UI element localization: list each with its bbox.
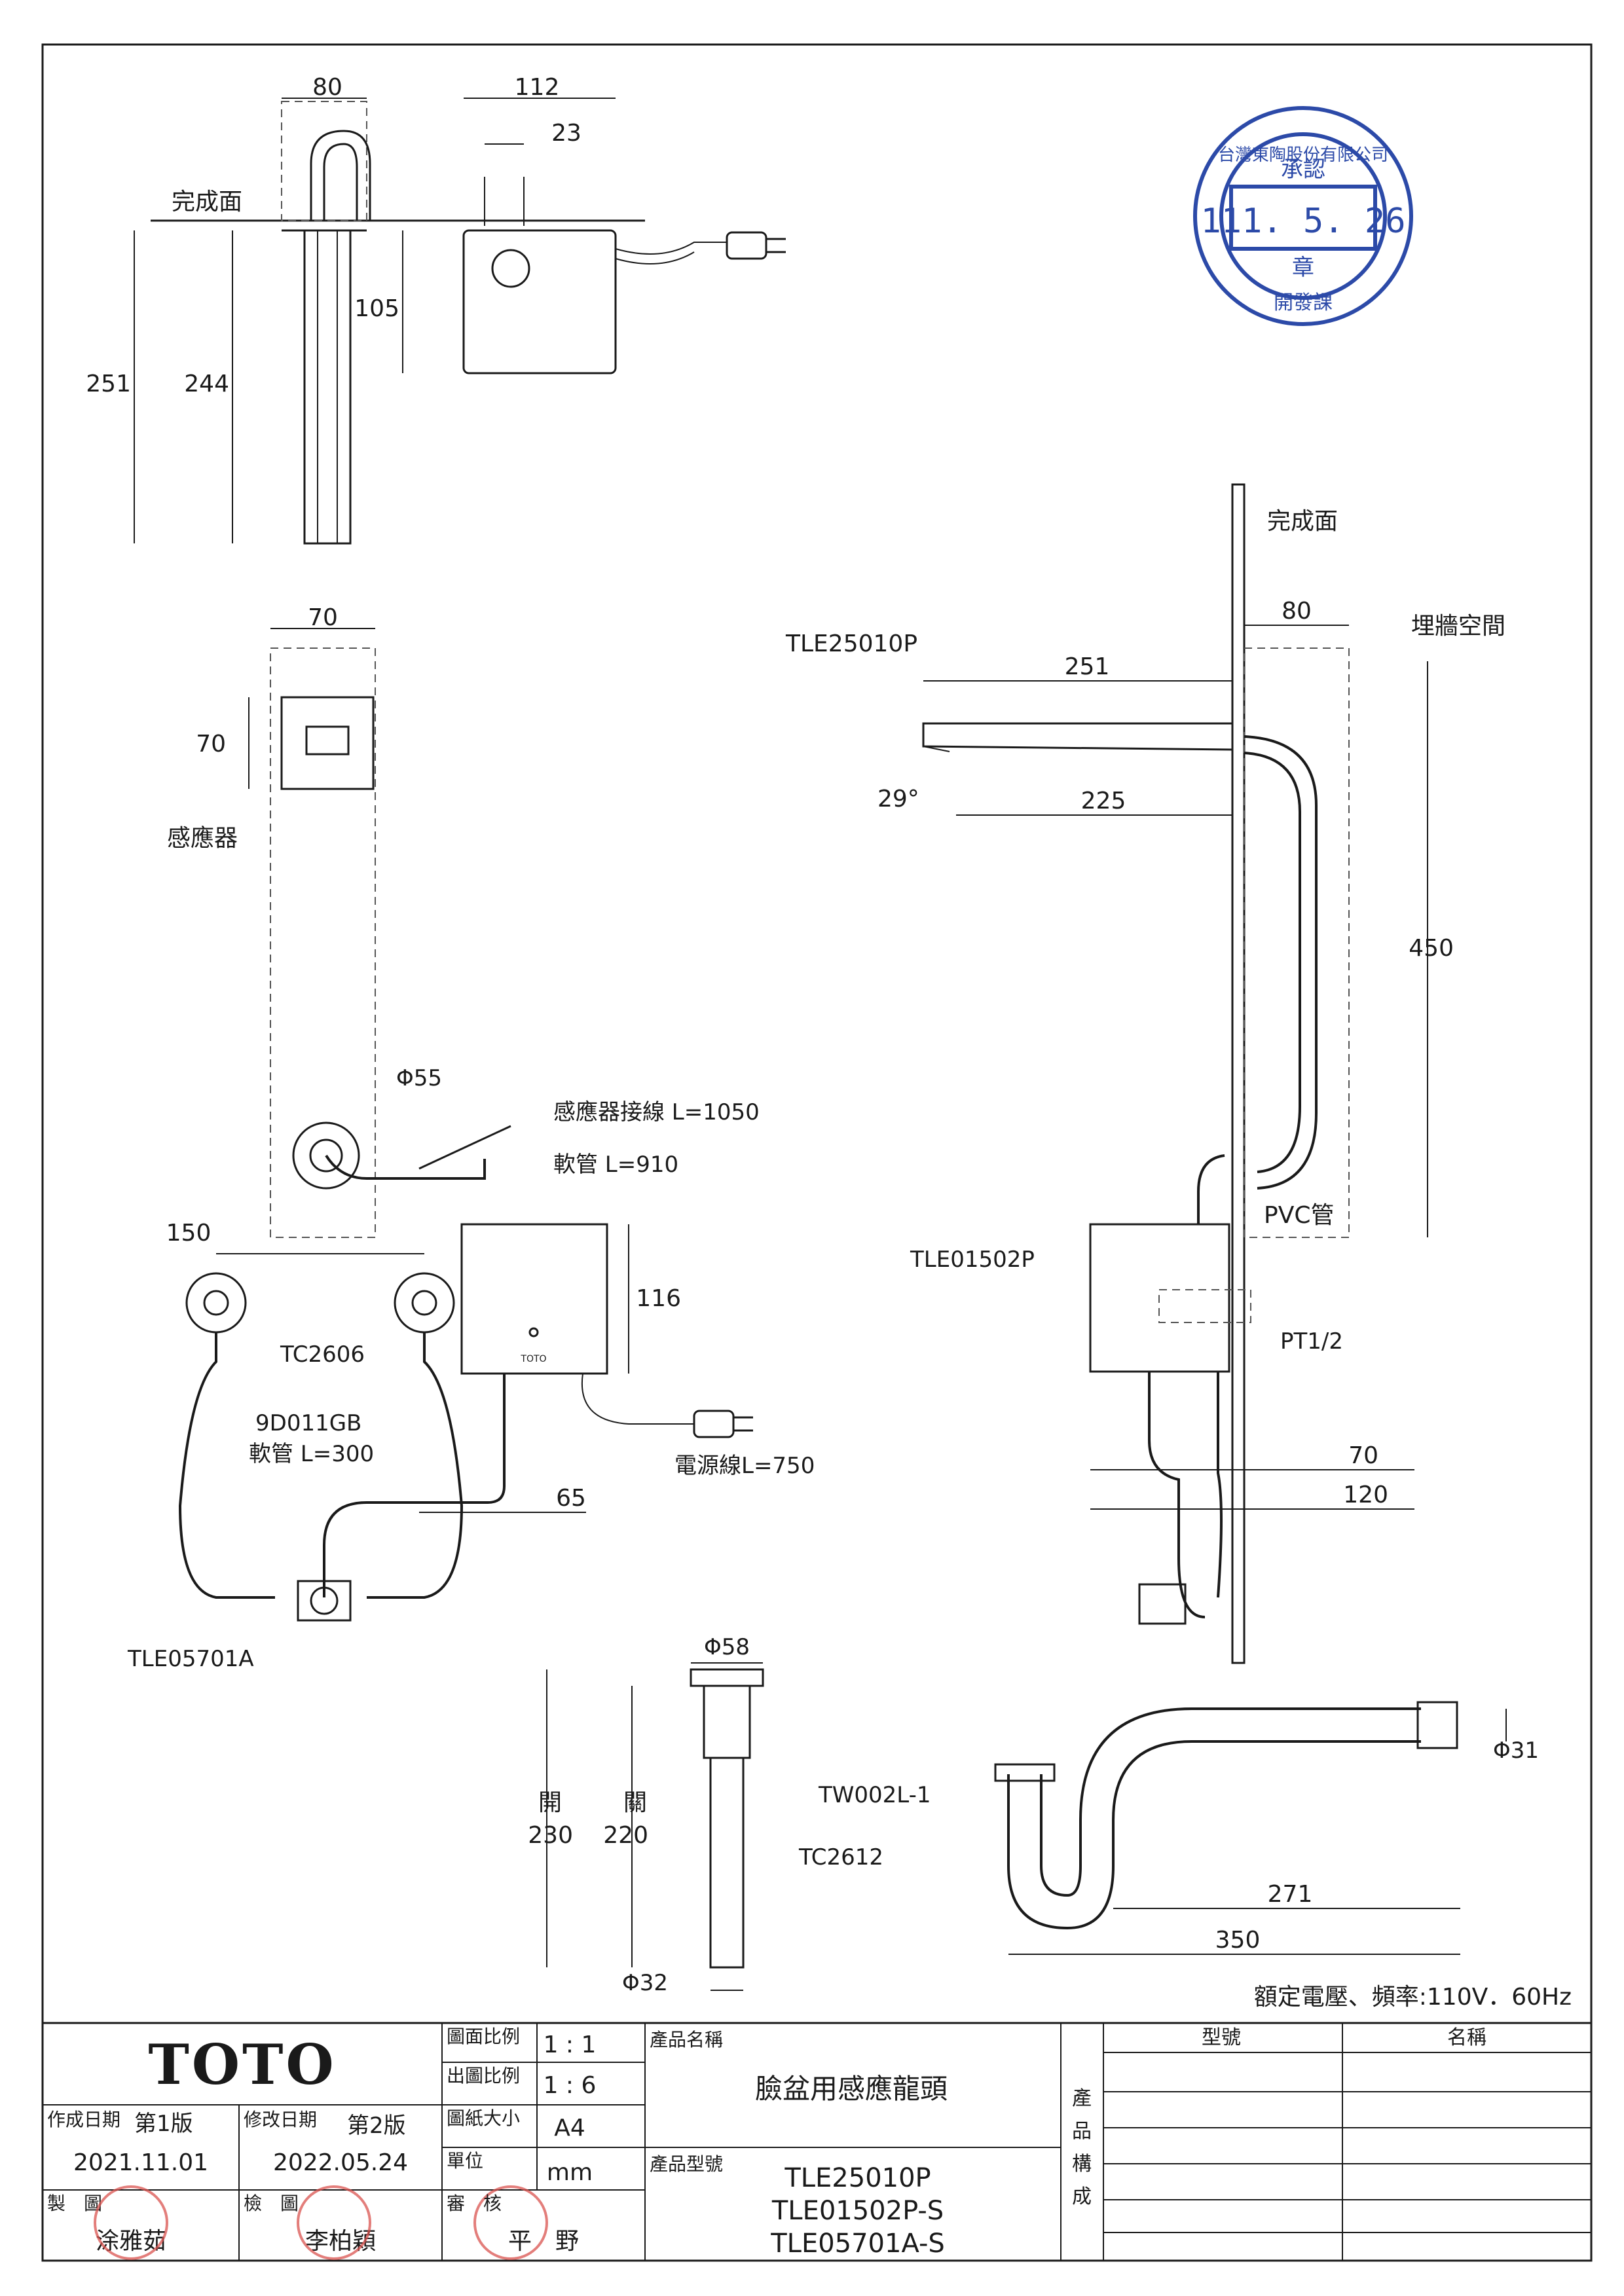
title-block: TOTO 作成日期 第1版 2021.11.01 修改日期 第2版 2022.0… [41,2022,1593,2262]
dim-open-230: 230 [528,1822,573,1849]
approve-stamp [473,2185,548,2260]
revised-label: 修改日期 [244,2109,317,2130]
dim-close-label: 關 [623,1789,647,1816]
label-tw002l: TW002L-1 [818,1782,931,1808]
unit-label: 單位 [447,2150,483,2172]
label-tc2612: TC2612 [798,1844,883,1870]
label-hose-code: 9D011GB [255,1410,361,1436]
dim-spout-225: 225 [1081,788,1126,814]
drawn-by: 涂雅茹 [96,2228,166,2255]
dim-top-112: 112 [515,74,560,101]
drawn-label: 製 圖 [47,2193,102,2214]
unit-value: mm [547,2159,593,2186]
col-name-header: 名稱 [1447,2026,1486,2049]
revised-date: 2022.05.24 [273,2149,408,2176]
label-tc2606: TC2606 [280,1341,365,1368]
label-finish-surface-side: 完成面 [1267,508,1338,535]
approve-by: 平 野 [508,2228,579,2255]
dim-wall-80: 80 [1282,598,1312,625]
dim-front-70w: 70 [308,604,338,631]
print-scale-value: 1 : 6 [544,2072,597,2099]
dim-271: 271 [1268,1881,1313,1908]
dim-phi55: Φ55 [396,1065,442,1091]
front-elevation-view: 70 70 感應器 Φ55 感應器接線 L=1050 軟管 L=910 TOTO… [127,604,815,1672]
drawn-stamp [94,2185,168,2260]
toto-mini-label: TOTO [520,1354,546,1364]
rating-text: 額定電壓、頻率:110V．60Hz [1254,1984,1572,2011]
dim-depth-120: 120 [1343,1482,1388,1508]
print-scale-label: 出圖比例 [447,2065,520,2086]
created-date: 2021.11.01 [73,2149,208,2176]
stamp-company: 台灣東陶股份有限公司 [1218,145,1388,165]
product-model-1: TLE25010P [784,2163,931,2193]
label-tle01502p: TLE01502P [910,1247,1035,1273]
dim-top-105: 105 [354,295,399,322]
dim-close-220: 220 [603,1822,648,1849]
dim-phi32: Φ32 [622,1970,668,1996]
label-sensor-cable: 感應器接線 L=1050 [553,1099,760,1125]
dim-450: 450 [1409,935,1454,962]
stamp-seal: 章 [1292,255,1314,281]
composition-char-1: 產 [1072,2087,1092,2110]
label-power-cord: 電源線L=750 [674,1453,815,1479]
dim-150: 150 [166,1220,212,1247]
product-model-3: TLE05701A-S [770,2229,945,2259]
check-stamp [297,2185,371,2260]
approve-label: 審 核 [447,2193,502,2214]
dim-angle-29: 29° [877,786,919,812]
dim-116: 116 [636,1285,681,1312]
dim-front-70h: 70 [196,731,226,757]
dim-phi31: Φ31 [1493,1738,1539,1764]
dim-350: 350 [1215,1927,1261,1954]
composition-char-3: 構 [1072,2153,1092,2176]
created-version: 第1版 [134,2111,193,2137]
dim-depth-70: 70 [1348,1442,1378,1469]
paper-value: A4 [554,2115,585,2141]
col-model-header: 型號 [1202,2026,1241,2049]
label-tle05701a: TLE05701A [127,1646,254,1672]
label-hose-length: 軟管 L=300 [249,1441,374,1467]
product-model-label: 產品型號 [650,2153,723,2175]
label-pt-1-2: PT1/2 [1280,1328,1343,1355]
check-label: 檢 圖 [244,2193,299,2214]
label-soft-pipe-910: 軟管 L=910 [553,1152,678,1178]
side-section-view: 完成面 80 埋牆空間 450 251 225 29° TLE25010P PV… [785,483,1505,1664]
paper-label: 圖紙大小 [447,2107,520,2129]
dim-spout-251: 251 [1065,653,1110,680]
dim-phi58: Φ58 [704,1634,750,1660]
stamp-department: 開發課 [1274,291,1333,314]
drain-view: Φ58 Φ32 開 230 關 220 TC2612 [528,1634,883,1996]
dim-top-244: 244 [184,371,229,397]
stamp-approve: 承認 [1281,156,1325,183]
scale-value: 1 : 1 [544,2032,597,2058]
label-pvc: PVC管 [1264,1202,1334,1229]
sheet-border [41,43,1593,2262]
created-label: 作成日期 [47,2109,120,2130]
composition-char-4: 成 [1072,2185,1092,2208]
top-elevation-view: 80 112 23 251 244 105 完成面 [86,74,786,545]
dim-top-23: 23 [551,120,581,147]
p-trap-view: Φ31 271 350 TW002L-1 [818,1701,1539,1955]
dim-top-80: 80 [312,74,342,101]
label-finish-surface: 完成面 [172,189,242,215]
label-wall-space: 埋牆空間 [1411,613,1505,640]
dim-open-label: 開 [538,1789,562,1816]
brand-logo: TOTO [148,2032,336,2097]
approval-stamp: 台灣東陶股份有限公司 承認 111. 5. 26 章 開發課 [1193,106,1413,326]
product-name: 臉盆用感應龍頭 [755,2073,948,2105]
label-sensor: 感應器 [167,825,238,852]
scale-label: 圖面比例 [447,2026,520,2047]
composition-char-2: 品 [1072,2120,1092,2143]
dim-top-251: 251 [86,371,131,397]
label-tle25010p: TLE25010P [785,630,917,657]
stamp-date: 111. 5. 26 [1200,202,1405,241]
product-name-label: 產品名稱 [650,2029,723,2050]
product-model-2: TLE01502P-S [771,2196,944,2226]
revised-version: 第2版 [347,2113,406,2139]
dim-65: 65 [556,1485,586,1512]
